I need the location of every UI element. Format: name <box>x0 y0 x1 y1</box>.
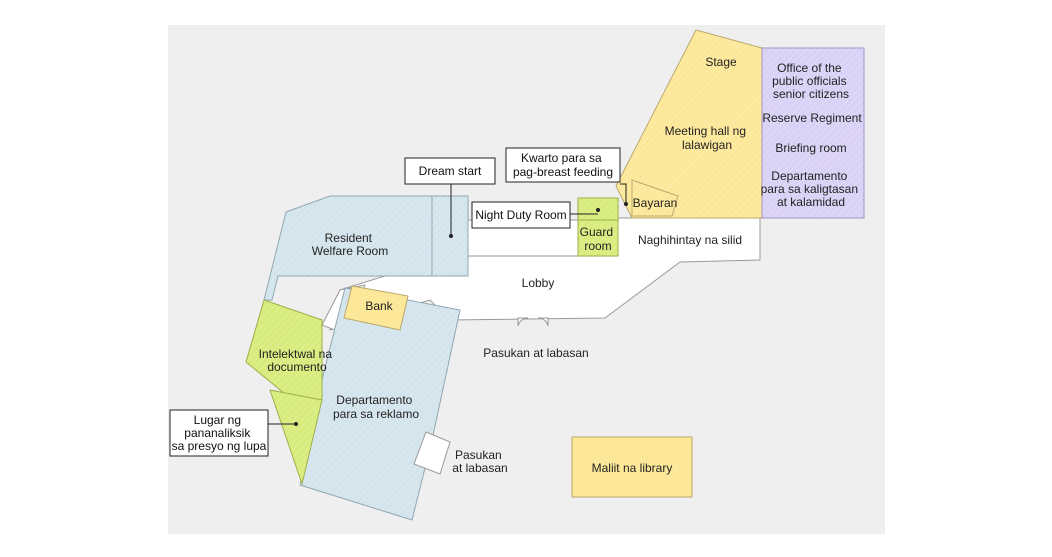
disaster-department-label: Departamento para sa kaligtasan at kalam… <box>761 169 862 209</box>
reserve-regiment-label: Reserve Regiment <box>762 111 862 125</box>
side-entrance-block <box>413 431 451 475</box>
resident-welfare-label: Resident Welfare Room <box>312 231 388 258</box>
callout-land-research: Lugar ng pananaliksik sa presyo ng lupa <box>169 409 298 457</box>
callout-breastfeeding: Kwarto para sa pag-breast feeding <box>505 147 628 206</box>
callout-dream-start: Dream start <box>404 157 496 238</box>
guard-room[interactable] <box>577 219 619 257</box>
guard-room-label: Guard room <box>580 225 617 253</box>
complaints-department-label: Departamento para sa reklamo <box>333 393 419 421</box>
bayaran-label: Bayaran <box>633 196 678 210</box>
land-price-research-room[interactable] <box>269 389 323 486</box>
resident-welfare-room[interactable] <box>263 195 433 301</box>
breastfeeding-callout-text: Kwarto para sa pag-breast feeding <box>513 151 613 179</box>
meeting-hall-label: Meeting hall ng lalawigan <box>665 124 750 152</box>
night-duty-callout-text: Night Duty Room <box>475 208 566 222</box>
dream-start-callout-text: Dream start <box>419 164 482 178</box>
stage-label: Stage <box>705 55 737 69</box>
intellectual-documents-label: Intelektwal na documento <box>259 347 336 374</box>
main-entrance-label: Pasukan at labasan <box>483 346 588 360</box>
small-library-room[interactable] <box>571 436 693 498</box>
waiting-room-label: Naghihintay na silid <box>638 233 742 247</box>
bank-room[interactable] <box>343 285 409 331</box>
lobby-label: Lobby <box>522 276 555 290</box>
small-library-label: Maliit na library <box>592 461 673 475</box>
callout-night-duty: Night Duty Room <box>471 201 600 229</box>
bayaran-room[interactable] <box>631 179 679 217</box>
land-research-callout-text: Lugar ng pananaliksik sa presyo ng lupa <box>172 413 267 453</box>
bank-label: Bank <box>365 299 393 313</box>
side-entrance-label: Pasukan at labasan <box>452 448 507 475</box>
main-entrance-doors <box>517 317 549 327</box>
briefing-room-label: Briefing room <box>775 141 846 155</box>
offices-block[interactable] <box>761 47 865 219</box>
meeting-hall-room[interactable] <box>615 29 763 219</box>
intellectual-documents-room[interactable] <box>245 299 323 401</box>
office-officials-label: Office of the public officials senior ci… <box>772 61 850 101</box>
